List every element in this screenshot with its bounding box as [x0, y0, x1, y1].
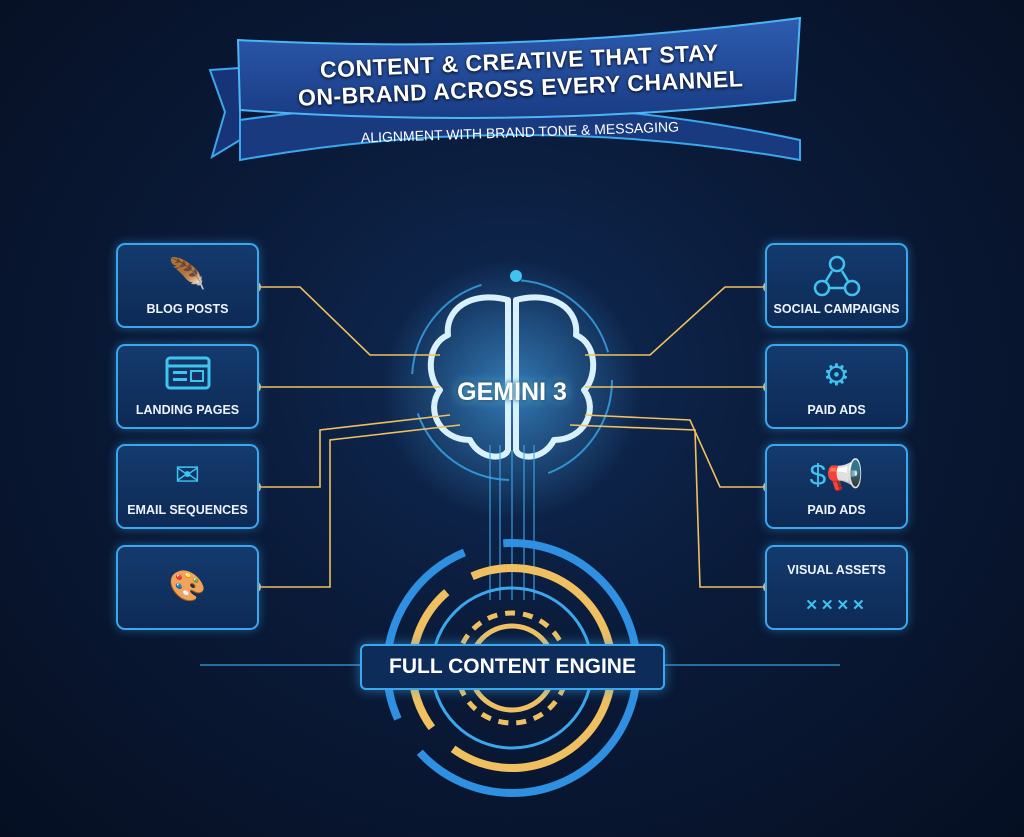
data-lines	[200, 445, 840, 666]
card-palette[interactable]: 🎨	[116, 545, 259, 630]
full-content-engine-label: FULL CONTENT ENGINE	[360, 644, 665, 690]
card-label: PAID ADS	[807, 403, 866, 417]
quill-icon: 🪶	[168, 258, 207, 291]
envelope-icon: ✉	[174, 459, 201, 492]
palette-icon: 🎨	[168, 570, 207, 603]
webpage-icon	[118, 356, 257, 401]
card-label: EMAIL SEQUENCES	[127, 503, 248, 517]
card-label: PAID ADS	[807, 503, 866, 517]
dollar-megaphone-icon: $📢	[809, 459, 864, 492]
card-label: LANDING PAGES	[135, 403, 240, 417]
gemini-label: GEMINI 3	[457, 378, 567, 406]
card-label: VISUAL ASSETS	[787, 563, 886, 577]
card-label: SOCIAL CAMPAIGNS	[773, 302, 900, 316]
card-landing-pages[interactable]: LANDING PAGES	[116, 344, 259, 429]
card-paid-ads-1[interactable]: ⚙ PAID ADS	[765, 344, 908, 429]
crosses-icon: ✕✕✕✕	[805, 597, 868, 614]
banner-ribbon	[208, 16, 802, 162]
network-users-icon	[767, 255, 906, 308]
card-label: BLOG POSTS	[146, 302, 229, 316]
card-visual-assets[interactable]: VISUAL ASSETS ✕✕✕✕	[765, 545, 908, 630]
brain-icon	[427, 294, 597, 460]
card-email-sequences[interactable]: ✉ EMAIL SEQUENCES	[116, 444, 259, 529]
coin-gears-icon: ⚙	[823, 359, 850, 392]
connector-lines	[260, 286, 765, 588]
card-blog-posts[interactable]: 🪶 BLOG POSTS	[116, 243, 259, 328]
card-paid-ads-2[interactable]: $📢 PAID ADS	[765, 444, 908, 529]
node-dot	[510, 270, 522, 282]
card-social-campaigns[interactable]: SOCIAL CAMPAIGNS	[765, 243, 908, 328]
